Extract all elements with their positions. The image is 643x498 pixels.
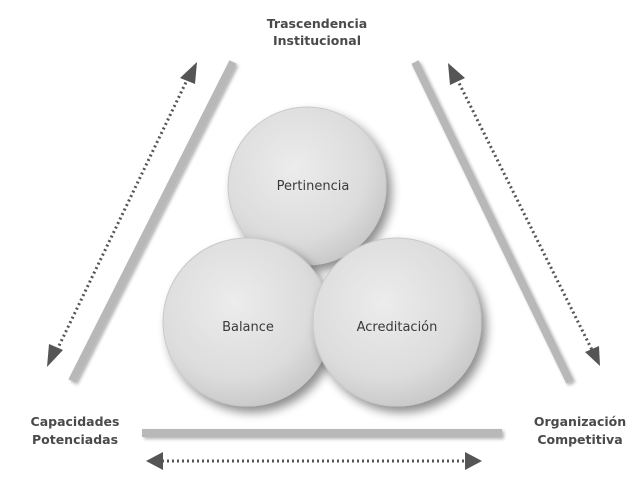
corner-labels: Trascendencia Institucional Capacidades …	[31, 16, 627, 447]
circle-cluster: Pertinencia Balance Acreditación	[162, 106, 482, 407]
bottom-arrow-head-left	[146, 452, 163, 470]
triangle-bars	[68, 60, 574, 437]
right-side-bar	[411, 60, 574, 384]
circle-label-acreditacion: Acreditación	[357, 320, 438, 335]
circle-label-balance: Balance	[222, 320, 274, 335]
right-dotted-arrow	[455, 78, 594, 351]
left-dotted-arrow	[54, 77, 190, 353]
circle-acreditacion	[312, 237, 482, 407]
circle-label-pertinencia: Pertinencia	[277, 179, 350, 194]
left-side-bar	[68, 60, 237, 383]
label-bottom-right-line2: Competitiva	[537, 432, 622, 447]
right-arrow-head-bottom	[585, 346, 600, 366]
bottom-arrow-head-right	[465, 452, 482, 470]
label-bottom-right-line1: Organización	[534, 414, 626, 429]
left-arrow-head-bottom	[47, 344, 63, 367]
label-bottom-left-line2: Potenciadas	[32, 432, 118, 447]
right-arrow-head-top	[448, 63, 465, 85]
left-arrow-head-top	[180, 62, 197, 84]
dotted-arrows	[47, 62, 600, 470]
label-bottom-left-line1: Capacidades	[31, 414, 120, 429]
label-top-line2: Institucional	[273, 33, 361, 48]
label-top-line1: Trascendencia	[267, 16, 367, 31]
